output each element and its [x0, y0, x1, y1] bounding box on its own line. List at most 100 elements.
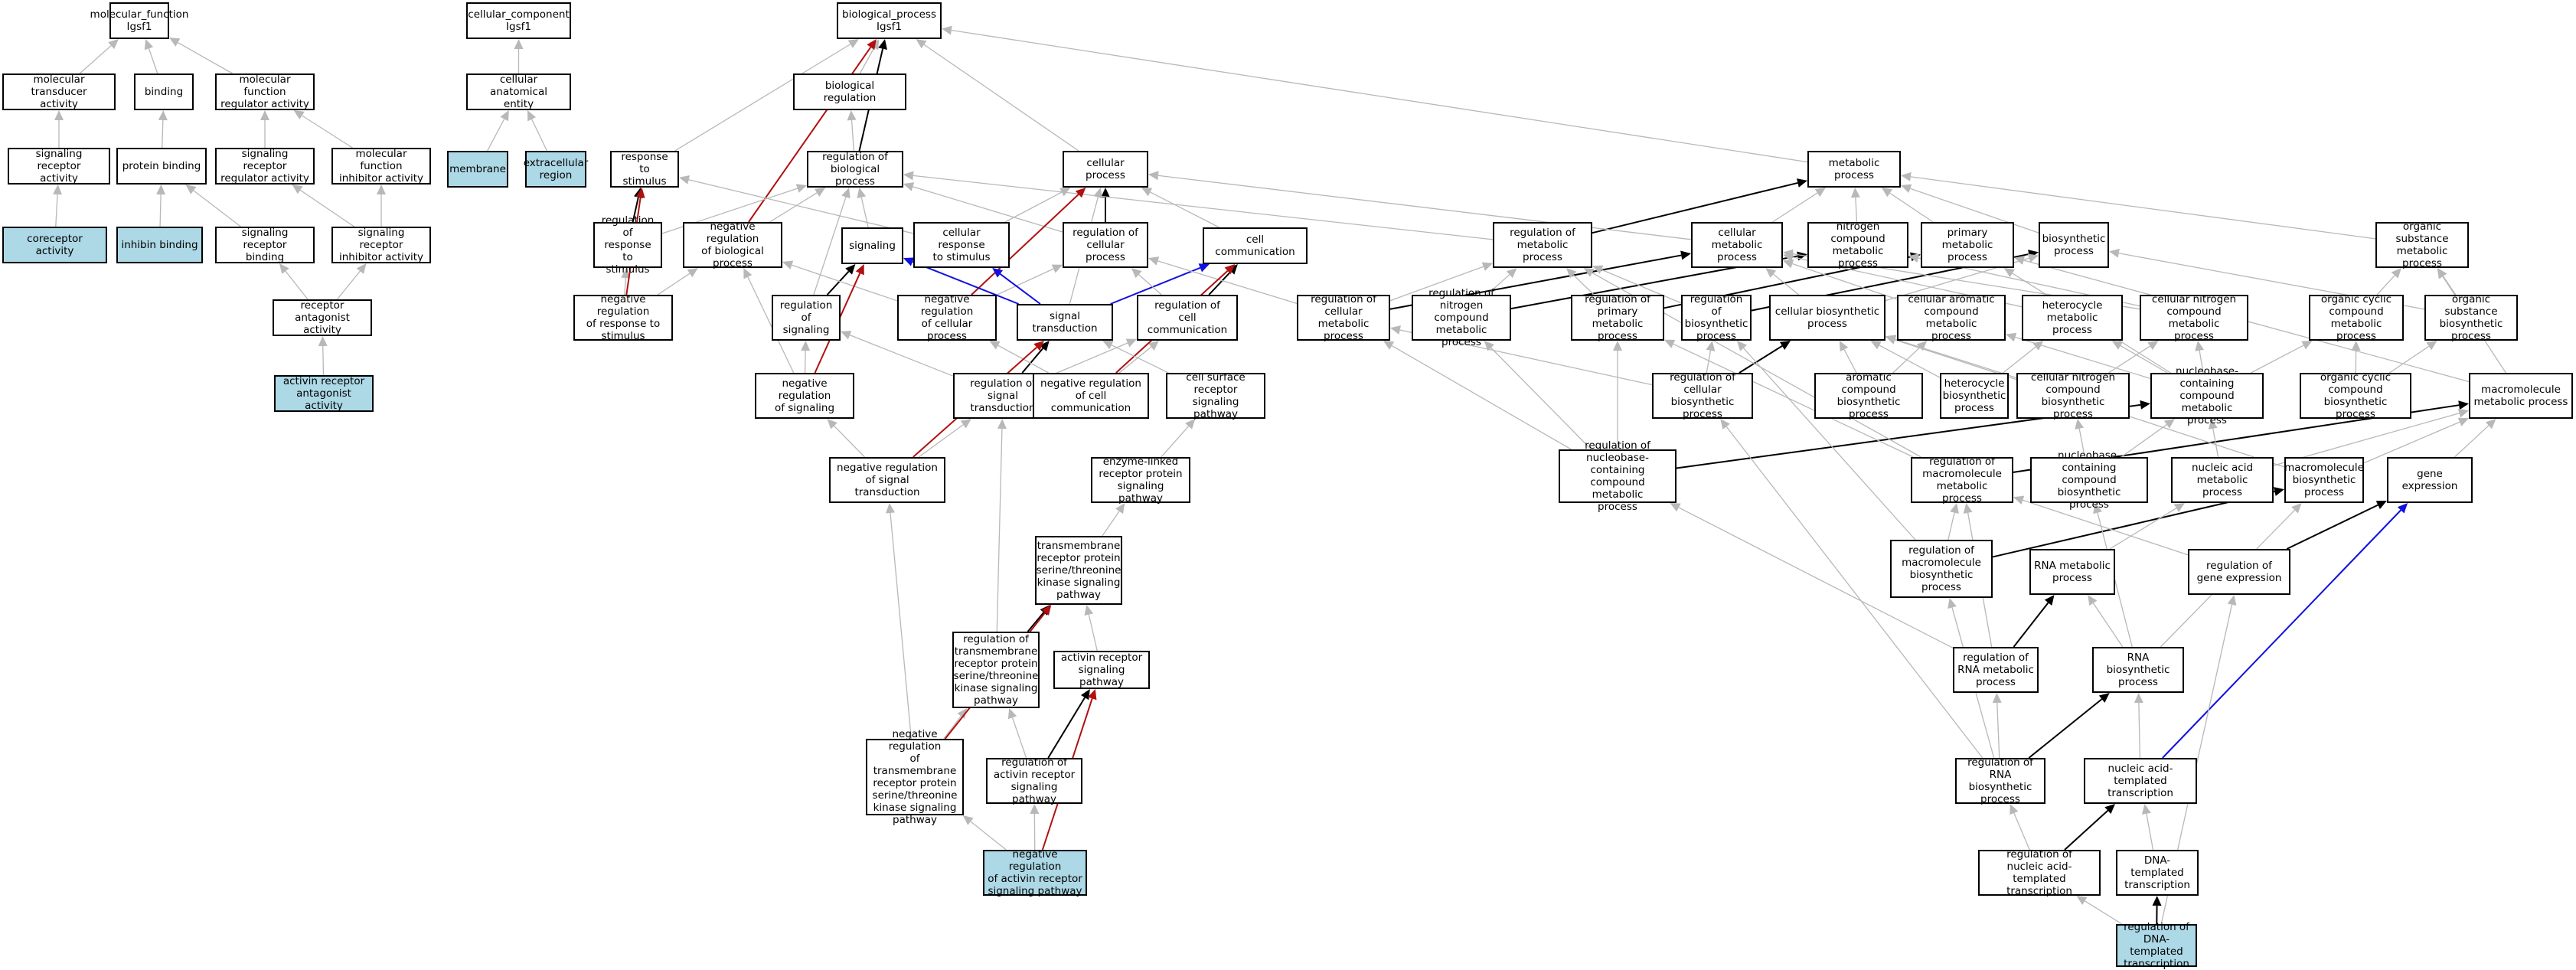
node-regulation-of-metabolic-process[interactable]: regulation of metabolic process	[1493, 222, 1592, 268]
node-aromatic-compound-biosynthetic-process[interactable]: aromatic compound biosynthetic process	[1814, 371, 1923, 420]
node-regulation-of-response-to-stimulus[interactable]: regulation of response to stimulus	[593, 214, 662, 276]
node-regulation-of-cellular-process[interactable]: regulation of cellular process	[1063, 222, 1148, 268]
edge-nccbp-to-nccmp	[2121, 424, 2167, 458]
node-cellular-metabolic-process[interactable]: cellular metabolic process	[1691, 222, 1783, 268]
edge-rnatt-to-rrnabp	[2013, 812, 2030, 851]
node-regulation-of-cell-communication[interactable]: regulation of cell communication	[1137, 295, 1238, 341]
node-negative-regulation-of-activin-receptor-signaling-pathway[interactable]: negative regulation of activin receptor …	[983, 848, 1087, 897]
node-transmembrane-receptor-protein-serine-threonine-kinase-signaling-pathway[interactable]: transmembrane receptor protein serine/th…	[1035, 536, 1122, 605]
node-molecular-function-regulator-activity[interactable]: molecular function regulator activity	[215, 73, 315, 110]
node-activin-receptor-signaling-pathway[interactable]: activin receptor signaling pathway	[1053, 651, 1150, 689]
node-coreceptor-activity[interactable]: coreceptor activity	[2, 227, 107, 263]
node-regulation-of-biosynthetic-process[interactable]: regulation of biosynthetic process	[1681, 293, 1752, 342]
node-biosynthetic-process[interactable]: biosynthetic process	[2039, 222, 2109, 268]
node-dna-templated-transcription[interactable]: DNA-templated transcription	[2116, 850, 2199, 896]
arrowhead-rst-to-rsig	[841, 331, 852, 340]
node-receptor-antagonist-activity[interactable]: receptor antagonist activity	[273, 299, 372, 336]
node-extracellular-region[interactable]: extracellular region	[524, 151, 588, 188]
node-biological-regulation[interactable]: biological regulation	[793, 73, 906, 110]
arrowhead-nrarsp-to-arsp	[1088, 689, 1097, 701]
edge-nrst-to-nrsig	[834, 425, 866, 458]
node-nucleic-acid-templated-transcription[interactable]: nucleic acid-templated transcription	[2084, 758, 2197, 804]
node-nucleobase-containing-compound-biosynthetic-process[interactable]: nucleobase-containing compound biosynthe…	[2030, 449, 2148, 511]
node-cellular-anatomical-entity[interactable]: cellular anatomical entity	[466, 73, 571, 110]
node-heterocycle-metabolic-process[interactable]: heterocycle metabolic process	[2022, 295, 2123, 341]
node-regulation-of-primary-metabolic-process[interactable]: regulation of primary metabolic process	[1571, 293, 1664, 342]
node-signaling[interactable]: signaling	[841, 227, 903, 264]
node-cell-communication[interactable]: cell communication	[1203, 227, 1308, 264]
node-organic-cyclic-compound-metabolic-process[interactable]: organic cyclic compound metabolic proces…	[2309, 293, 2404, 342]
node-primary-metabolic-process[interactable]: primary metabolic process	[1921, 222, 2014, 268]
node-regulation-of-nitrogen-compound-metabolic-process[interactable]: regulation of nitrogen compound metaboli…	[1412, 287, 1511, 348]
node-gene-expression[interactable]: gene expression	[2387, 457, 2473, 503]
node-regulation-of-signaling[interactable]: regulation of signaling	[772, 295, 841, 341]
node-signaling-receptor-activity[interactable]: signaling receptor activity	[8, 148, 110, 185]
node-regulation-of-activin-receptor-signaling-pathway[interactable]: regulation of activin receptor signaling…	[986, 756, 1082, 805]
node-regulation-of-rna-metabolic-process[interactable]: regulation of RNA metabolic process	[1953, 647, 2039, 693]
node-nucleic-acid-metabolic-process[interactable]: nucleic acid metabolic process	[2171, 457, 2274, 503]
node-cellular-response-to-stimulus[interactable]: cellular response to stimulus	[913, 222, 1010, 268]
node-negative-regulation-of-response-to-stimulus[interactable]: negative regulation of response to stimu…	[573, 293, 673, 342]
node-cellular-nitrogen-compound-metabolic-process[interactable]: cellular nitrogen compound metabolic pro…	[2140, 293, 2248, 342]
node-regulation-of-biological-process[interactable]: regulation of biological process	[807, 151, 903, 188]
node-biological-process[interactable]: biological_process Igsf1	[837, 2, 942, 39]
node-nitrogen-compound-metabolic-process[interactable]: nitrogen compound metabolic process	[1807, 220, 1908, 269]
arrowhead-nrbp-to-rbp	[815, 188, 826, 197]
arrowhead-nrtmrsp-to-nrst	[886, 503, 895, 514]
node-cellular-nitrogen-compound-biosynthetic-process[interactable]: cellular nitrogen compound biosynthetic …	[2016, 371, 2130, 420]
edge-mfia-to-mfra	[302, 115, 353, 149]
node-regulation-of-dna-templated-transcription[interactable]: regulation of DNA-templated transcriptio…	[2116, 921, 2197, 970]
node-metabolic-process[interactable]: metabolic process	[1807, 151, 1901, 188]
node-regulation-of-cellular-metabolic-process[interactable]: regulation of cellular metabolic process	[1297, 293, 1390, 342]
node-binding[interactable]: binding	[134, 73, 194, 110]
node-organic-cyclic-compound-biosynthetic-process[interactable]: organic cyclic compound biosynthetic pro…	[2300, 371, 2411, 420]
node-regulation-of-nucleobase-containing-compound-metabolic-process[interactable]: regulation of nucleobase-containing comp…	[1559, 439, 1677, 513]
node-signaling-receptor-binding[interactable]: signaling receptor binding	[215, 227, 315, 263]
node-negative-regulation-of-cell-communication[interactable]: negative regulation of cell communicatio…	[1033, 373, 1149, 419]
node-regulation-of-macromolecule-metabolic-process[interactable]: regulation of macromolecule metabolic pr…	[1911, 456, 2013, 505]
node-protein-binding[interactable]: protein binding	[116, 148, 207, 185]
node-regulation-of-gene-expression[interactable]: regulation of gene expression	[2188, 549, 2290, 595]
node-nucleobase-containing-compound-metabolic-process[interactable]: nucleobase-containing compound metabolic…	[2150, 365, 2264, 426]
node-regulation-of-rna-biosynthetic-process[interactable]: regulation of RNA biosynthetic process	[1955, 756, 2045, 805]
node-cellular-component[interactable]: cellular_component Igsf1	[466, 2, 571, 39]
node-macromolecule-biosynthetic-process[interactable]: macromolecule biosynthetic process	[2284, 457, 2364, 503]
node-molecular-transducer-activity[interactable]: molecular transducer activity	[2, 73, 116, 110]
node-regulation-of-transmembrane-receptor-signaling-pathway[interactable]: regulation of transmembrane receptor pro…	[952, 632, 1040, 708]
arrowhead-tmrsp-to-elrsp	[1115, 503, 1125, 514]
arrowhead-mbp-to-cbsp	[1885, 335, 1897, 345]
node-negative-regulation-of-signal-transduction[interactable]: negative regulation of signal transducti…	[829, 457, 945, 503]
node-response-to-stimulus[interactable]: response to stimulus	[610, 151, 679, 188]
node-cellular-aromatic-compound-metabolic-process[interactable]: cellular aromatic compound metabolic pro…	[1897, 293, 2006, 342]
node-organic-substance-metabolic-process[interactable]: organic substance metabolic process	[2375, 220, 2469, 269]
node-rna-metabolic-process[interactable]: RNA metabolic process	[2029, 549, 2115, 595]
node-membrane[interactable]: membrane	[447, 151, 508, 188]
node-molecular-function-inhibitor-activity[interactable]: molecular function inhibitor activity	[331, 148, 431, 185]
node-negative-regulation-of-cellular-process[interactable]: negative regulation of cellular process	[897, 293, 997, 342]
node-cell-surface-receptor-signaling-pathway[interactable]: cell surface receptor signaling pathway	[1166, 371, 1265, 420]
arrowhead-nrbp-to-bp	[867, 39, 877, 51]
node-heterocycle-biosynthetic-process[interactable]: heterocycle biosynthetic process	[1940, 373, 2009, 419]
node-signaling-receptor-inhibitor-activity[interactable]: signaling receptor inhibitor activity	[331, 227, 431, 263]
arrowhead-nrtmrsp-to-rtmrsp	[957, 708, 968, 719]
node-signaling-receptor-regulator-activity[interactable]: signaling receptor regulator activity	[215, 148, 315, 185]
node-regulation-of-cellular-biosynthetic-process[interactable]: regulation of cellular biosynthetic proc…	[1652, 371, 1753, 420]
node-rna-biosynthetic-process[interactable]: RNA biosynthetic process	[2092, 647, 2184, 693]
node-inhibin-binding[interactable]: inhibin binding	[116, 227, 203, 263]
node-molecular-function[interactable]: molecular_function Igsf1	[90, 2, 188, 39]
node-signal-transduction[interactable]: signal transduction	[1017, 304, 1113, 341]
node-enzyme-linked-receptor-protein-signaling-pathway[interactable]: enzyme-linked receptor protein signaling…	[1091, 456, 1190, 505]
node-negative-regulation-of-biological-process[interactable]: negative regulation of biological proces…	[683, 220, 782, 269]
node-negative-regulation-of-transmembrane-receptor-signaling-pathway[interactable]: negative regulation of transmembrane rec…	[866, 728, 964, 826]
arrowhead-occmp-to-osmp	[2391, 268, 2401, 279]
node-organic-substance-biosynthetic-process[interactable]: organic substance biosynthetic process	[2424, 293, 2518, 342]
arrowhead-rge-to-rmmp	[2013, 495, 2025, 505]
node-activin-receptor-antagonist-activity[interactable]: activin receptor antagonist activity	[274, 375, 374, 412]
node-regulation-of-nucleic-acid-templated-transcription[interactable]: regulation of nucleic acid-templated tra…	[1978, 848, 2101, 897]
node-regulation-of-macromolecule-biosynthetic-process[interactable]: regulation of macromolecule biosynthetic…	[1890, 540, 1993, 598]
node-cellular-process[interactable]: cellular process	[1063, 151, 1148, 188]
node-negative-regulation-of-signaling[interactable]: negative regulation of signaling	[755, 373, 854, 419]
arrowhead-rts-to-bp	[847, 39, 859, 48]
node-cellular-biosynthetic-process[interactable]: cellular biosynthetic process	[1769, 295, 1885, 341]
node-macromolecule-metabolic-process[interactable]: macromolecule metabolic process	[2469, 373, 2573, 419]
